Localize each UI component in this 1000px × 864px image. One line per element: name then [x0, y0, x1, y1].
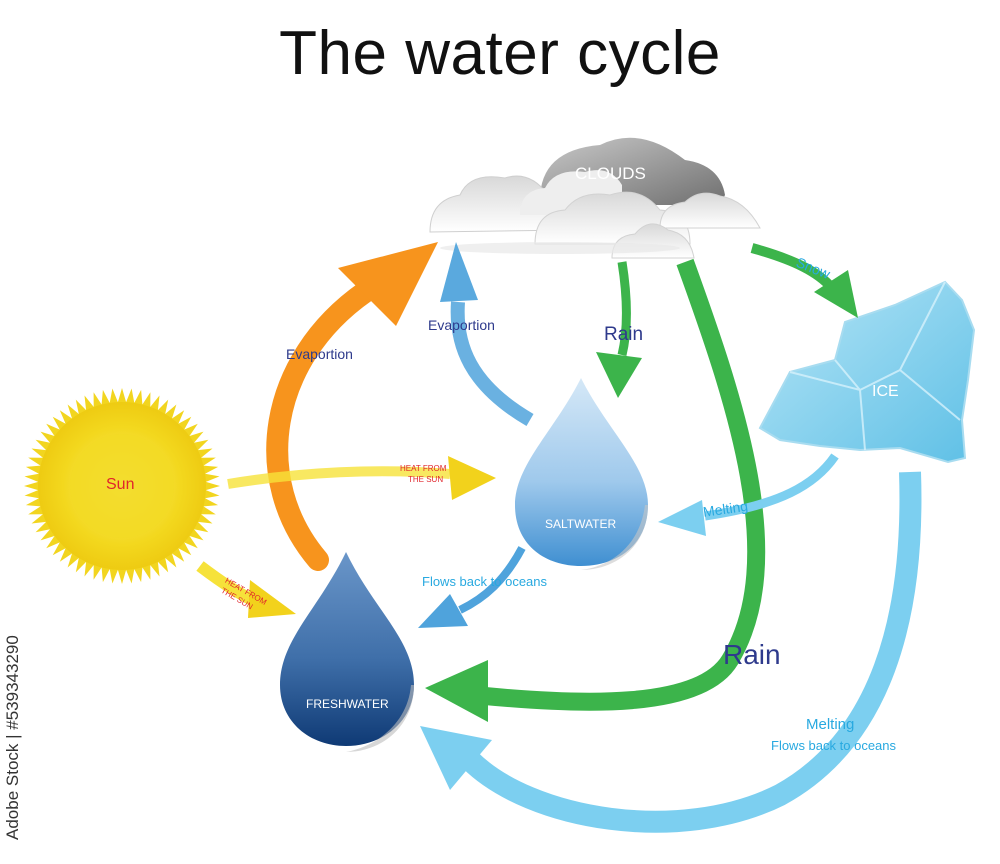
melting-saltwater-arrow [658, 453, 839, 536]
heat-saltwater-label-line1: HEAT FROM [400, 464, 447, 473]
flows-back-freshwater-label: Flows back to oceans [771, 738, 897, 753]
rain-freshwater-arrow [425, 258, 766, 722]
flows-back-saltwater-arrow [418, 546, 526, 628]
evaporation-freshwater-arrow [266, 242, 438, 571]
ice-label: ICE [872, 383, 899, 400]
saltwater-label: SALTWATER [545, 517, 617, 531]
saltwater-drop-icon [515, 378, 648, 570]
sun-label: Sun [106, 476, 135, 493]
watermark-text: Adobe Stock | #539343290 [3, 635, 22, 840]
heat-to-freshwater-arrow [196, 561, 296, 618]
ice-block-icon [758, 280, 976, 464]
heat-to-saltwater-arrow [227, 456, 496, 500]
flows-back-saltwater-label: Flows back to oceans [422, 574, 548, 589]
rain-saltwater-arrow [596, 261, 642, 398]
snow-arrow [750, 243, 858, 318]
freshwater-label: FRESHWATER [306, 697, 389, 711]
page-title: The water cycle [279, 19, 721, 88]
evaporation-freshwater-label: Evaportion [286, 346, 353, 362]
clouds-icon [429, 137, 761, 259]
rain-freshwater-label: Rain [723, 639, 781, 670]
rain-saltwater-label: Rain [604, 324, 644, 345]
evaporation-saltwater-arrow [440, 242, 534, 427]
clouds-label: CLOUDS [575, 164, 646, 183]
freshwater-drop-icon [280, 552, 414, 752]
melting-freshwater-label: Melting [806, 716, 855, 733]
melting-freshwater-arrow [420, 471, 922, 833]
evaporation-saltwater-label: Evaportion [428, 317, 495, 333]
heat-saltwater-label-line2: THE SUN [408, 475, 444, 484]
sun-icon [24, 388, 220, 584]
